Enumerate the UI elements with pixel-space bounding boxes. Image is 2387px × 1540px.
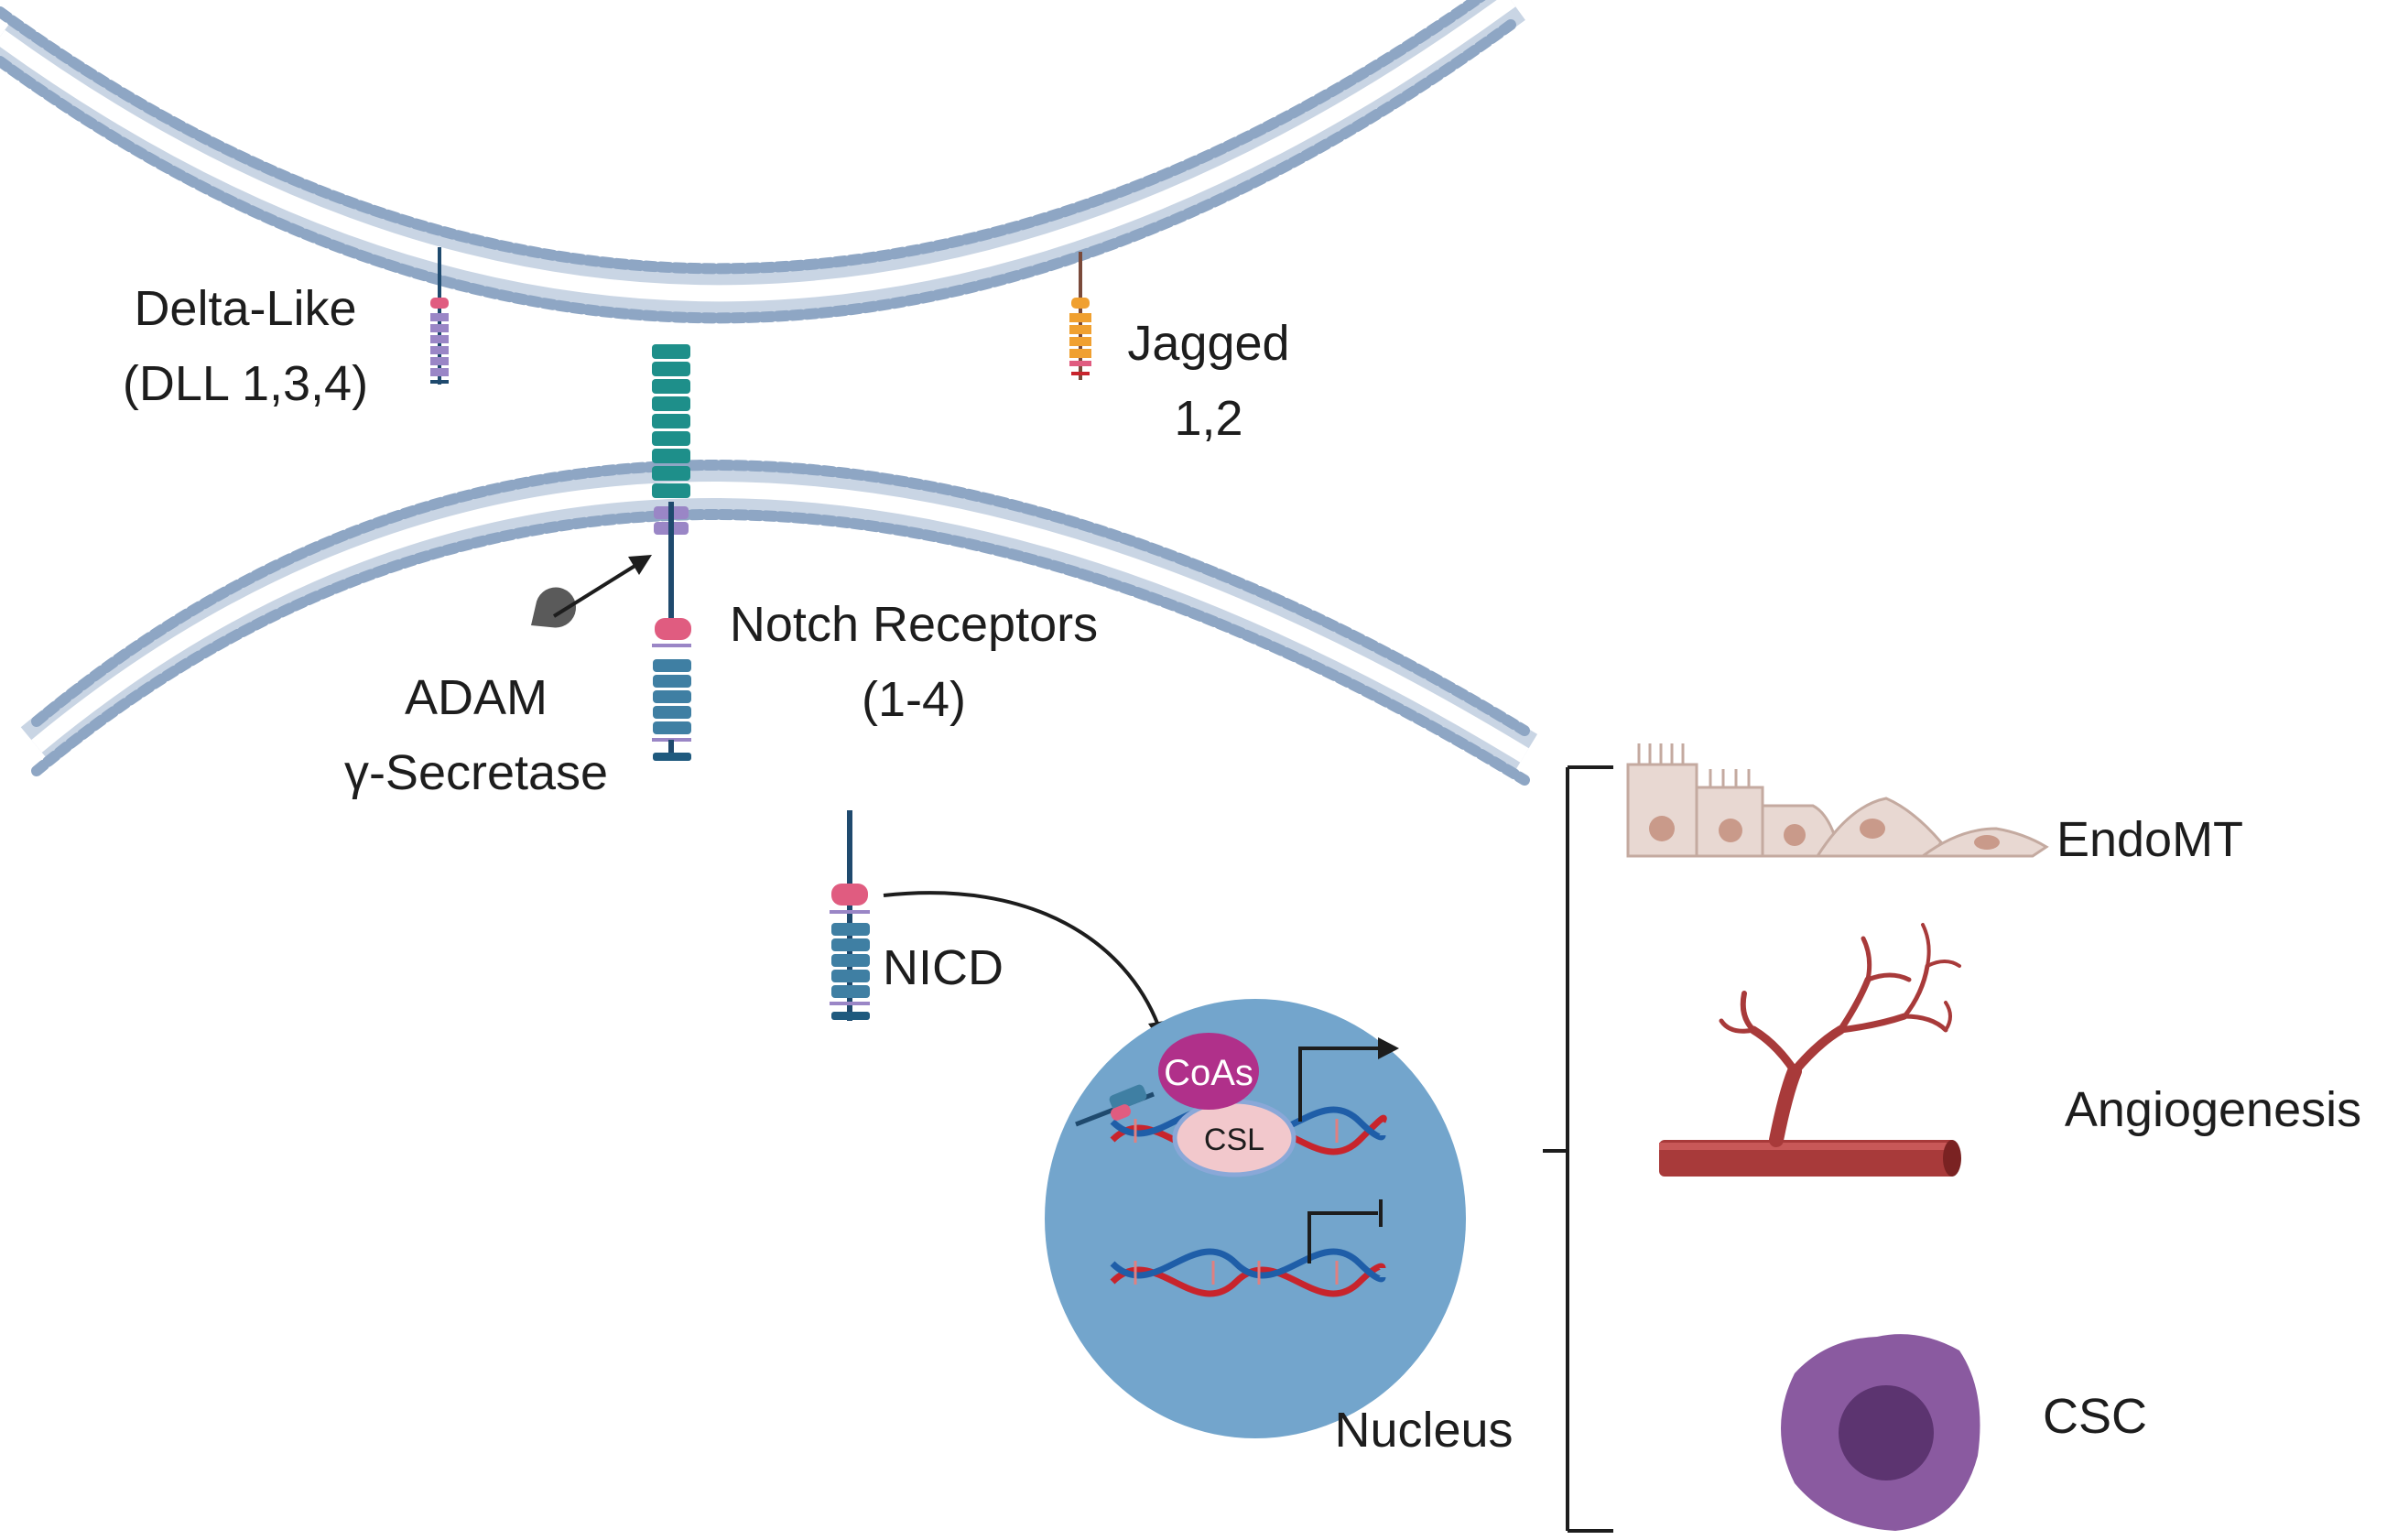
coas-protein bbox=[1158, 1033, 1259, 1110]
nuclear-nicd bbox=[1075, 1084, 1155, 1127]
nicd-fragment bbox=[830, 810, 870, 1021]
nicd-label: NICD bbox=[883, 940, 1004, 995]
jagged-subtitle: 1,2 bbox=[1174, 391, 1242, 446]
angiogenesis-label: Angiogenesis bbox=[2065, 1082, 2361, 1137]
delta-like-subtitle: (DLL 1,3,4) bbox=[123, 356, 368, 411]
csc-label: CSC bbox=[2043, 1389, 2147, 1444]
notch-receptors-subtitle: (1-4) bbox=[862, 672, 966, 727]
endomt-cells-icon bbox=[1626, 743, 2049, 858]
jagged-label: Jagged bbox=[1127, 316, 1289, 371]
notch-receptors-label: Notch Receptors bbox=[730, 597, 1098, 652]
lower-cell-membrane bbox=[20, 460, 1538, 786]
cleavage-arrow bbox=[552, 555, 652, 618]
adam-label: ADAM bbox=[405, 670, 548, 725]
jagged-ligand bbox=[1069, 252, 1091, 380]
outcome-bracket bbox=[1543, 765, 1613, 1533]
nucleus-label: Nucleus bbox=[1334, 1403, 1513, 1458]
coas-label: CoAs bbox=[1164, 1053, 1253, 1093]
dna-helix-repressed bbox=[1110, 1199, 1386, 1297]
cancer-stem-cell-icon bbox=[1781, 1334, 1980, 1531]
csl-label: CSL bbox=[1204, 1122, 1264, 1157]
nucleus bbox=[1045, 999, 1466, 1438]
notch-receptor bbox=[652, 344, 691, 761]
adam-enzyme-icon bbox=[531, 587, 576, 628]
delta-like-label: Delta-Like bbox=[134, 281, 356, 336]
angiogenesis-vessel-icon bbox=[1659, 923, 1961, 1177]
gamma-secretase-label: γ-Secretase bbox=[344, 745, 608, 800]
delta-like-ligand bbox=[430, 247, 449, 385]
endomt-label: EndoMT bbox=[2056, 812, 2243, 867]
upper-cell-membrane bbox=[0, 0, 1525, 324]
